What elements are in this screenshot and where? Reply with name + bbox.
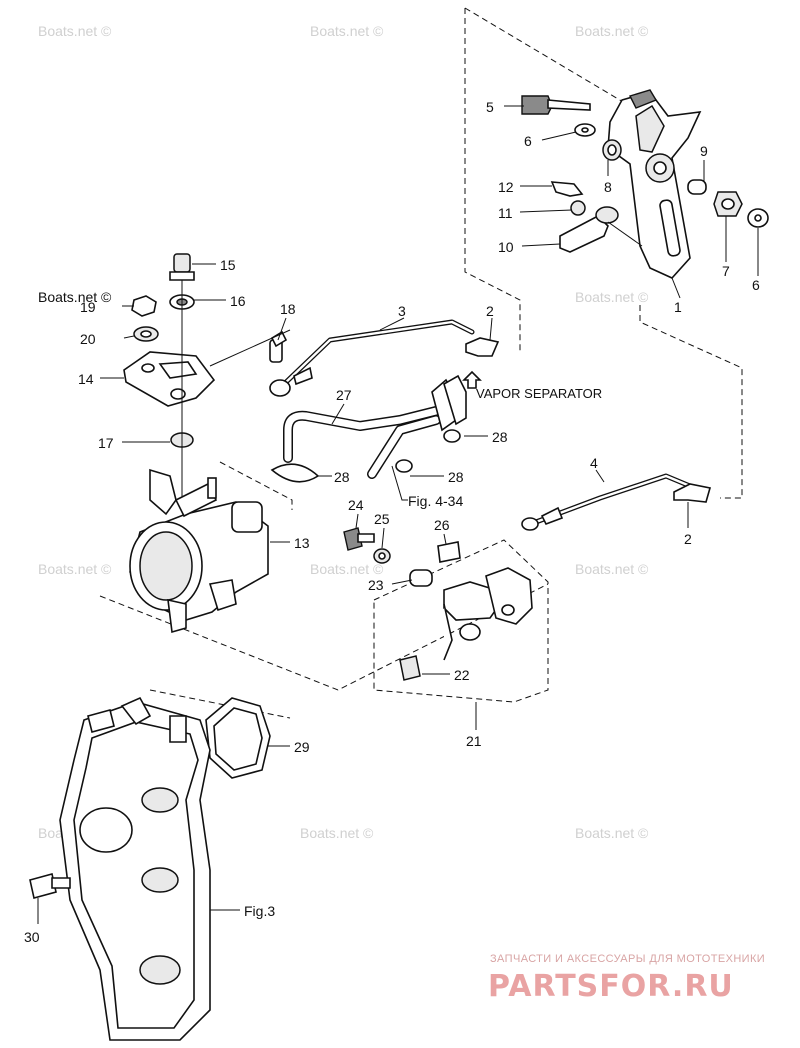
frame-lever-top [464, 7, 641, 113]
collar-part-23 [409, 569, 433, 587]
link-assembly-part-21 [399, 567, 533, 681]
callout-21: 21 [466, 733, 482, 749]
callout-19: 19 [80, 299, 96, 315]
brand-watermark: ЗАПЧАСТИ И АКСЕССУАРЫ ДЛЯ МОТОТЕХНИКИ PA… [488, 953, 765, 1004]
callout-30: 30 [24, 929, 40, 945]
callout-14: 14 [78, 371, 94, 387]
cylinder-block-fig3 [29, 696, 211, 1041]
callout-10: 10 [498, 239, 514, 255]
reference-labels: VAPOR SEPARATOR Fig. 4-34 Fig.3 [244, 370, 602, 919]
dashed-frames [99, 7, 743, 719]
callout-29: 29 [294, 739, 310, 755]
callout-5: 5 [486, 99, 494, 115]
callout-18: 18 [280, 301, 296, 317]
brand-tagline: ЗАПЧАСТИ И АКСЕССУАРЫ ДЛЯ МОТОТЕХНИКИ [490, 953, 765, 965]
callout-1: 1 [674, 299, 682, 315]
lever-hardware [521, 95, 769, 253]
washer-part-11 [570, 200, 586, 216]
callout-24: 24 [348, 497, 364, 513]
ref-fig-4-34: Fig. 4-34 [408, 493, 463, 509]
bolt-part-5 [521, 95, 553, 115]
callout-26: 26 [434, 517, 450, 533]
bracket-part-14 [123, 351, 216, 407]
callout-25: 25 [374, 511, 390, 527]
callout-27: 27 [336, 387, 352, 403]
watermark-3: Boats.net © [575, 289, 649, 305]
plate-part-26 [437, 541, 461, 563]
bolt-part-15 [173, 253, 191, 273]
callout-4: 4 [590, 455, 598, 471]
leader-1 [671, 277, 681, 299]
frame-throttle-top [219, 461, 293, 510]
callout-28a: 28 [492, 429, 508, 445]
callout-labels: 1 2 2 3 4 5 6 6 7 8 9 10 11 12 13 14 15 … [24, 99, 760, 945]
callout-12: 12 [498, 179, 514, 195]
ref-vapor-separator: VAPOR SEPARATOR [476, 386, 602, 401]
frame-link-assembly [373, 539, 549, 703]
frame-lever-right [639, 305, 743, 499]
collar-part-9 [687, 179, 707, 195]
callout-15: 15 [220, 257, 236, 273]
callout-11: 11 [498, 205, 513, 221]
clamp-part-28a [443, 429, 461, 443]
watermark-6: Boats.net © [310, 561, 384, 577]
watermark-8: Boats.net © [300, 825, 374, 841]
fitting-part-18 [269, 330, 288, 363]
leader-lines [37, 105, 759, 924]
bolt-part-30 [29, 873, 57, 899]
callout-7: 7 [722, 263, 730, 279]
clamp-part-28c [270, 463, 320, 483]
rod-part-3 [269, 319, 500, 397]
callout-6b: 6 [752, 277, 760, 293]
watermark-2: Boats.net © [575, 23, 649, 39]
watermark-1: Boats.net © [38, 23, 112, 39]
ref-fig-3: Fig.3 [244, 903, 275, 919]
throttle-body-part-13 [129, 468, 269, 634]
clip-part-12 [550, 181, 584, 197]
callout-9: 9 [700, 143, 708, 159]
watermark-9: Boats.net © [575, 825, 649, 841]
callout-16: 16 [230, 293, 246, 309]
callout-28b: 28 [448, 469, 464, 485]
callout-23: 23 [368, 577, 384, 593]
bracket-stack [123, 253, 291, 500]
callout-2a: 2 [486, 303, 494, 319]
callout-8: 8 [604, 179, 612, 195]
hose-part-27 [270, 374, 467, 501]
watermark-5: Boats.net © [575, 561, 649, 577]
callout-6a: 6 [524, 133, 532, 149]
small-parts-link [343, 527, 461, 587]
callout-17: 17 [98, 435, 114, 451]
callout-28c: 28 [334, 469, 350, 485]
nut-part-19 [131, 295, 157, 317]
clip-part-2b [673, 483, 712, 503]
callout-2b: 2 [684, 531, 692, 547]
callout-13: 13 [294, 535, 310, 551]
watermark-4: Boats.net © [38, 561, 112, 577]
frame-lever-left [464, 8, 521, 352]
clamp-part-28b [395, 459, 413, 473]
rod-part-4 [521, 473, 712, 531]
brand-name: PARTSFOR.RU [488, 969, 734, 1004]
frame-block-top [149, 689, 291, 719]
clip-part-2a [465, 337, 500, 357]
callout-3: 3 [398, 303, 406, 319]
vapor-arrow-icon [462, 370, 482, 389]
gasket-part-29 [205, 697, 271, 779]
watermark-dark: Boats.net © [38, 289, 112, 305]
throttle-lever-part-1 [607, 89, 702, 299]
block-part-22 [399, 655, 421, 681]
callout-22: 22 [454, 667, 470, 683]
watermark-10: Boats.net © [310, 23, 384, 39]
callout-20: 20 [80, 331, 96, 347]
